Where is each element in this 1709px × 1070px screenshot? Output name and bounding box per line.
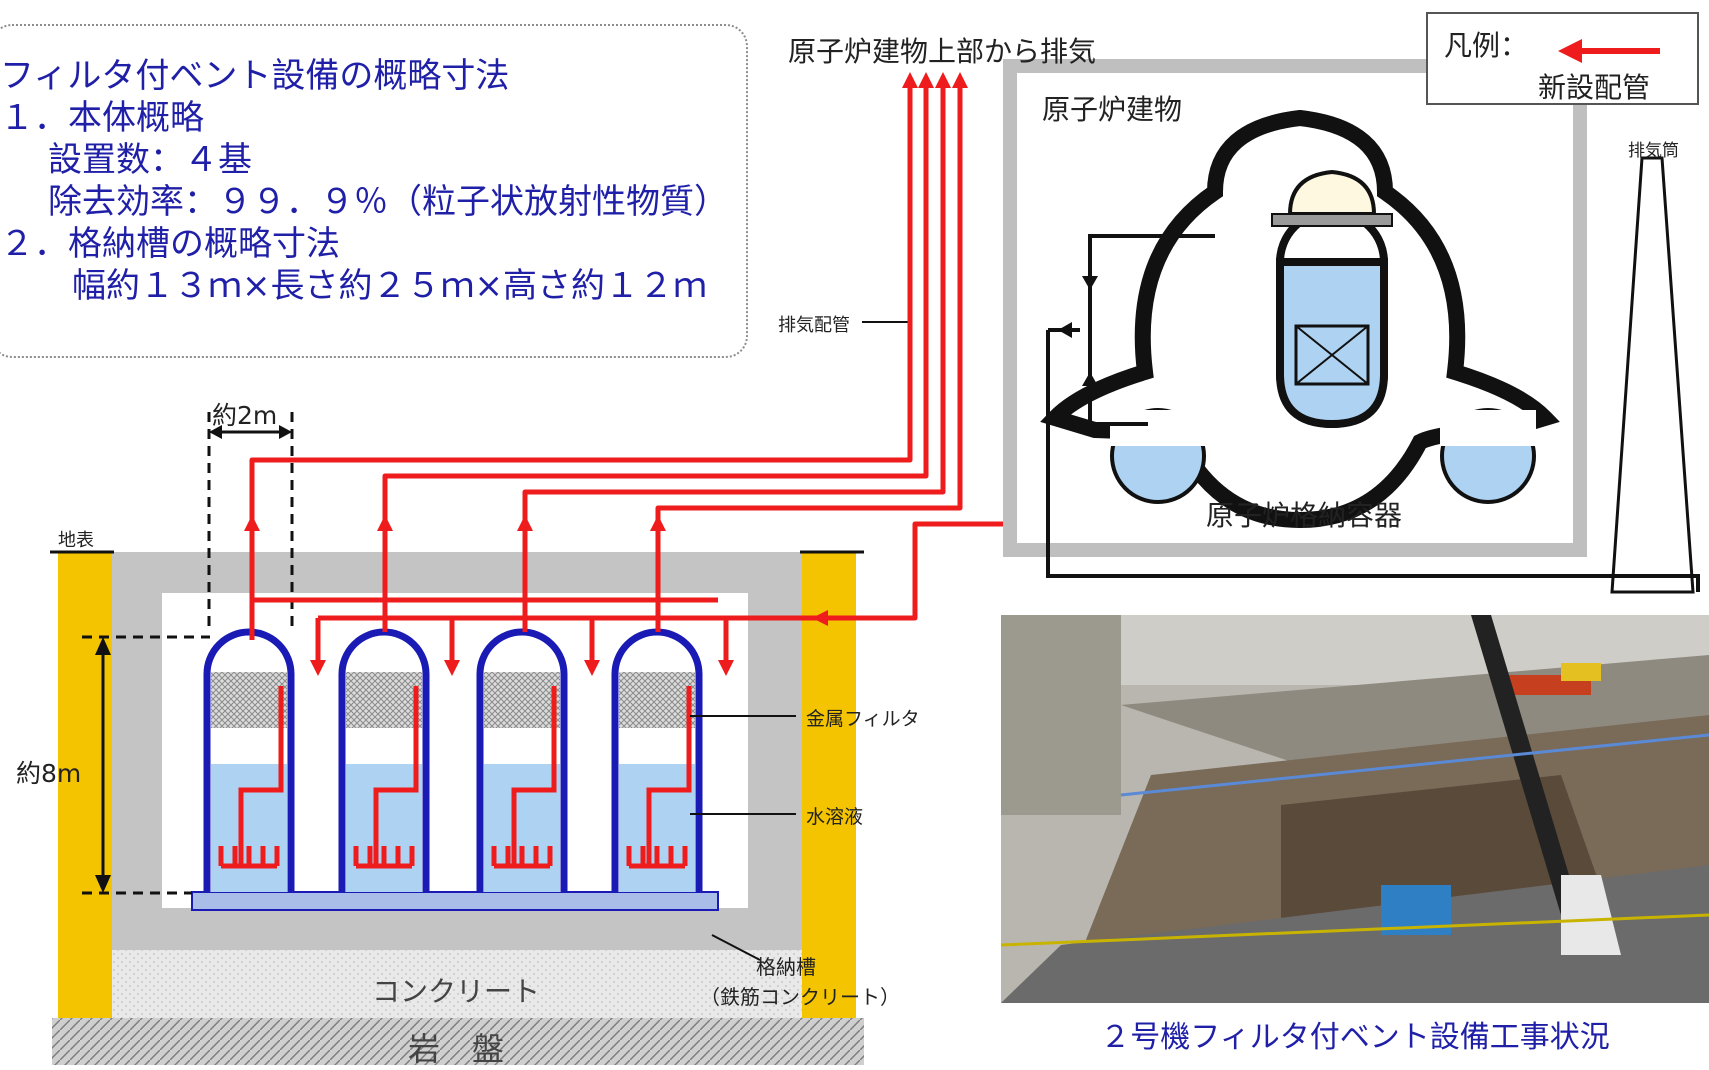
sparger-pipe (218, 686, 284, 869)
exhaust-top-label: 原子炉建物上部から排気 (788, 35, 1097, 68)
metal-filter-layer (211, 672, 287, 728)
legend-new-piping: 新設配管 (1538, 71, 1651, 104)
metal-filter-layer (484, 672, 560, 728)
bedrock (52, 1018, 864, 1065)
stack-label: 排気筒 (1628, 141, 1679, 161)
photo-caption: ２号機フィルタ付ベント設備工事状況 (1100, 1020, 1610, 1055)
new-piping (249, 85, 1048, 668)
water-solution-label: 水溶液 (806, 806, 864, 828)
summary-box (0, 24, 748, 358)
dimension-8m (82, 635, 210, 895)
legend-title: 凡例： (1444, 29, 1529, 62)
summary-count: 設置数：４基 (48, 140, 252, 180)
metal-filter-label: 金属フィルタ (806, 708, 920, 730)
summary-title: フィルタ付ベント設備の概略寸法 (0, 56, 510, 96)
height-8m-label: 約8m (16, 759, 82, 788)
exhaust-pipe-label: 排気配管 (778, 315, 850, 336)
water-solution-layer (346, 764, 422, 892)
water-solution-layer (484, 764, 560, 892)
rc-label: （鉄筋コンクリート） (700, 985, 900, 1009)
summary-dimensions: 幅約１３ｍ×長さ約２５ｍ×高さ約１２ｍ (72, 266, 707, 306)
construction-photo-art (1001, 615, 1709, 1003)
bedrock-label: 岩 盤 (408, 1030, 505, 1068)
tank-base-plate (191, 891, 719, 911)
summary-item1: １．本体概略 (0, 98, 204, 138)
width-2m-label: 約2m (212, 401, 278, 430)
legend-box: 凡例： 新設配管 (1426, 12, 1699, 105)
metal-filter-layer (346, 672, 422, 728)
summary-item2: ２．格納槽の概略寸法 (0, 224, 340, 264)
exhaust-stack (1610, 156, 1695, 594)
construction-photo (1001, 615, 1709, 1003)
filter-vessel-2 (338, 628, 430, 892)
dimension-2m (207, 412, 294, 632)
filter-vessel-3 (476, 628, 568, 892)
legend-red-arrow (1558, 39, 1660, 63)
ground-label: 地表 (58, 530, 94, 551)
metal-filter-layer (619, 672, 695, 728)
filter-vessel-1 (203, 628, 295, 892)
concrete-label: コンクリート (372, 975, 541, 1008)
filter-vessel-4 (611, 628, 703, 892)
water-solution-layer (211, 764, 287, 892)
tank-leader (711, 934, 761, 961)
concrete-base (112, 950, 802, 1018)
sparger-pipe (491, 686, 557, 869)
exhaust-arrows (244, 72, 968, 676)
containment-label: 原子炉格納容器 (1206, 499, 1403, 532)
reactor-building-label: 原子炉建物 (1042, 93, 1183, 126)
storage-tank-label: 格納槽 (756, 955, 816, 979)
containment-vessel (1040, 109, 1700, 592)
ground-pillar-right (800, 550, 864, 1018)
sparger-pipe (626, 686, 692, 869)
sparger-pipe (353, 686, 419, 869)
summary-efficiency: 除去効率：９９．９％（粒子状放射性物質） (48, 182, 728, 222)
water-solution-layer (619, 764, 695, 892)
